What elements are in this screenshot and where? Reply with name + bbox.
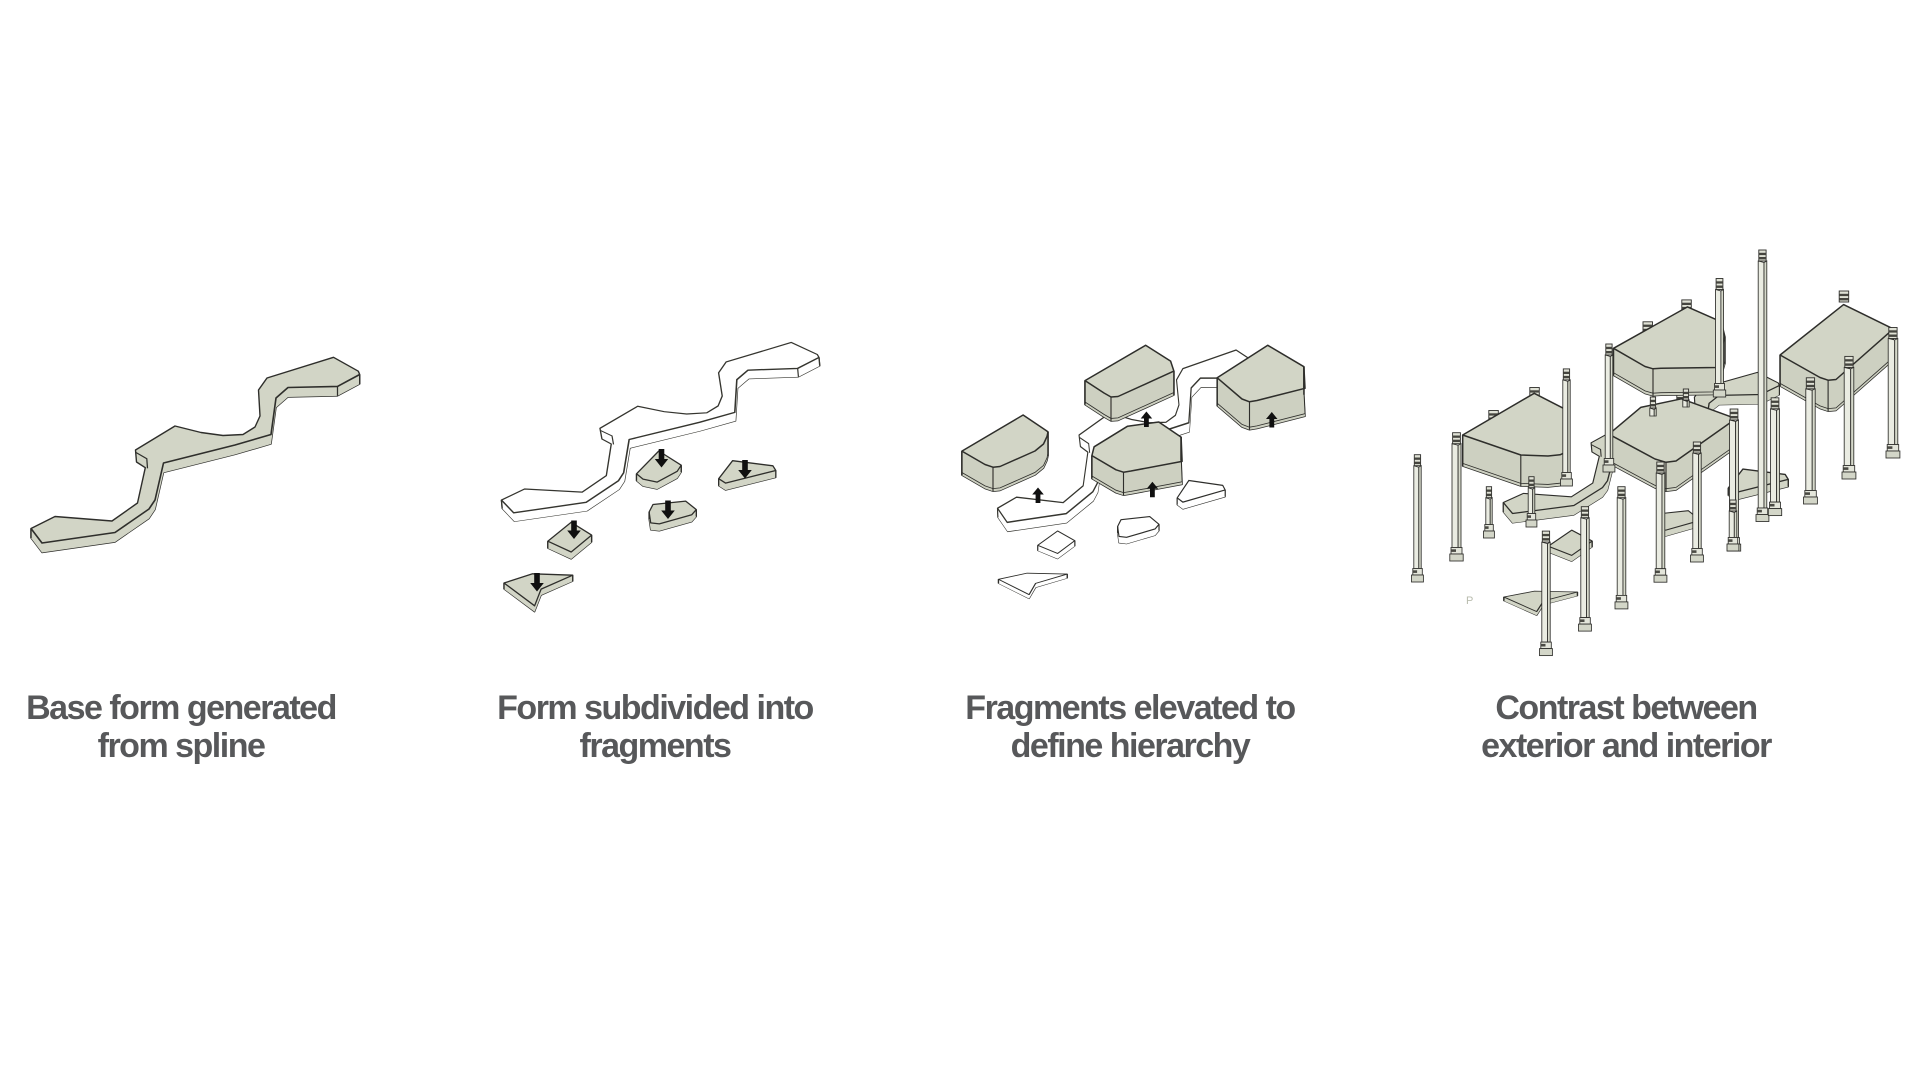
svg-text:P: P xyxy=(1466,595,1473,607)
